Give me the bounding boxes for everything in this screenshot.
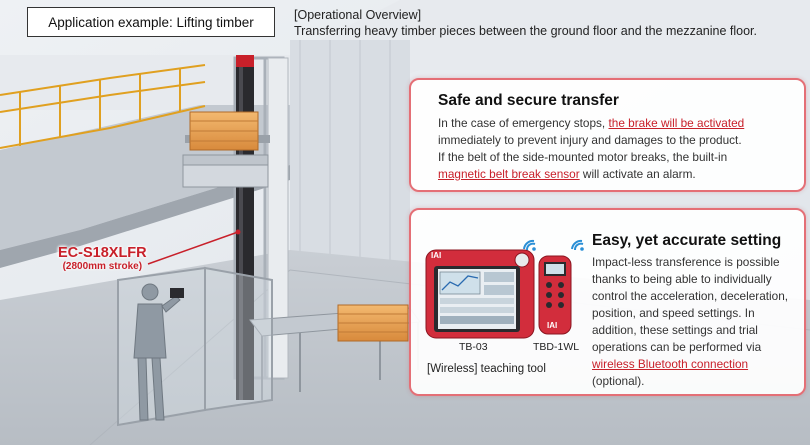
pendant-brand-logo: IAI: [431, 251, 442, 260]
belt-break-sensor-link[interactable]: magnetic belt break sensor: [438, 167, 580, 181]
remote-label: TBD-1WL: [533, 341, 580, 353]
easy-setting-card: IAI IAI TB-03 TBD-1WL Easy, yet accurate…: [409, 208, 806, 396]
actuator-stroke: (2800mm stroke): [62, 261, 143, 272]
teaching-pendant-icon: [425, 249, 535, 339]
easy-setting-heading: Easy, yet accurate setting: [592, 232, 782, 249]
overview-text: Transferring heavy timber pieces between…: [294, 24, 757, 38]
handheld-remote-icon: [538, 255, 572, 335]
actuator-model-name: EC-S18XLFR: [58, 245, 147, 261]
safe-transfer-card: Safe and secure transfer In the case of …: [409, 78, 806, 192]
safe-line4-text: will activate an alarm.: [579, 167, 696, 181]
setting-body-end: (optional).: [592, 374, 645, 388]
setting-body-text: Impact-less transference is possible tha…: [592, 255, 789, 354]
safe-transfer-text: In the case of emergency stops, the brak…: [438, 115, 783, 183]
safe-line3-text: If the belt of the side-mounted motor br…: [438, 150, 728, 164]
easy-setting-text: Impact-less transference is possible tha…: [592, 254, 802, 390]
safe-line2-text: immediately to prevent injury and damage…: [438, 133, 742, 147]
teaching-tool-caption: [Wireless] teaching tool: [427, 363, 546, 375]
wireless-signal-icon: [523, 239, 536, 251]
wireless-signal-icon: [571, 239, 584, 251]
safe-transfer-heading: Safe and secure transfer: [438, 92, 619, 109]
brake-activated-link[interactable]: the brake will be activated: [608, 116, 745, 130]
actuator-model-tag: EC-S18XLFR (2800mm stroke): [58, 245, 147, 273]
operational-overview: [Operational Overview] Transferring heav…: [294, 7, 804, 39]
wireless-bluetooth-link[interactable]: wireless Bluetooth connection: [592, 357, 749, 371]
pendant-label: TB-03: [459, 341, 488, 353]
application-example-title: Application example: Lifting timber: [27, 7, 275, 37]
safe-line1-text: In the case of emergency stops,: [438, 116, 609, 130]
overview-title: [Operational Overview]: [294, 8, 422, 22]
remote-brand-logo: IAI: [547, 321, 558, 330]
